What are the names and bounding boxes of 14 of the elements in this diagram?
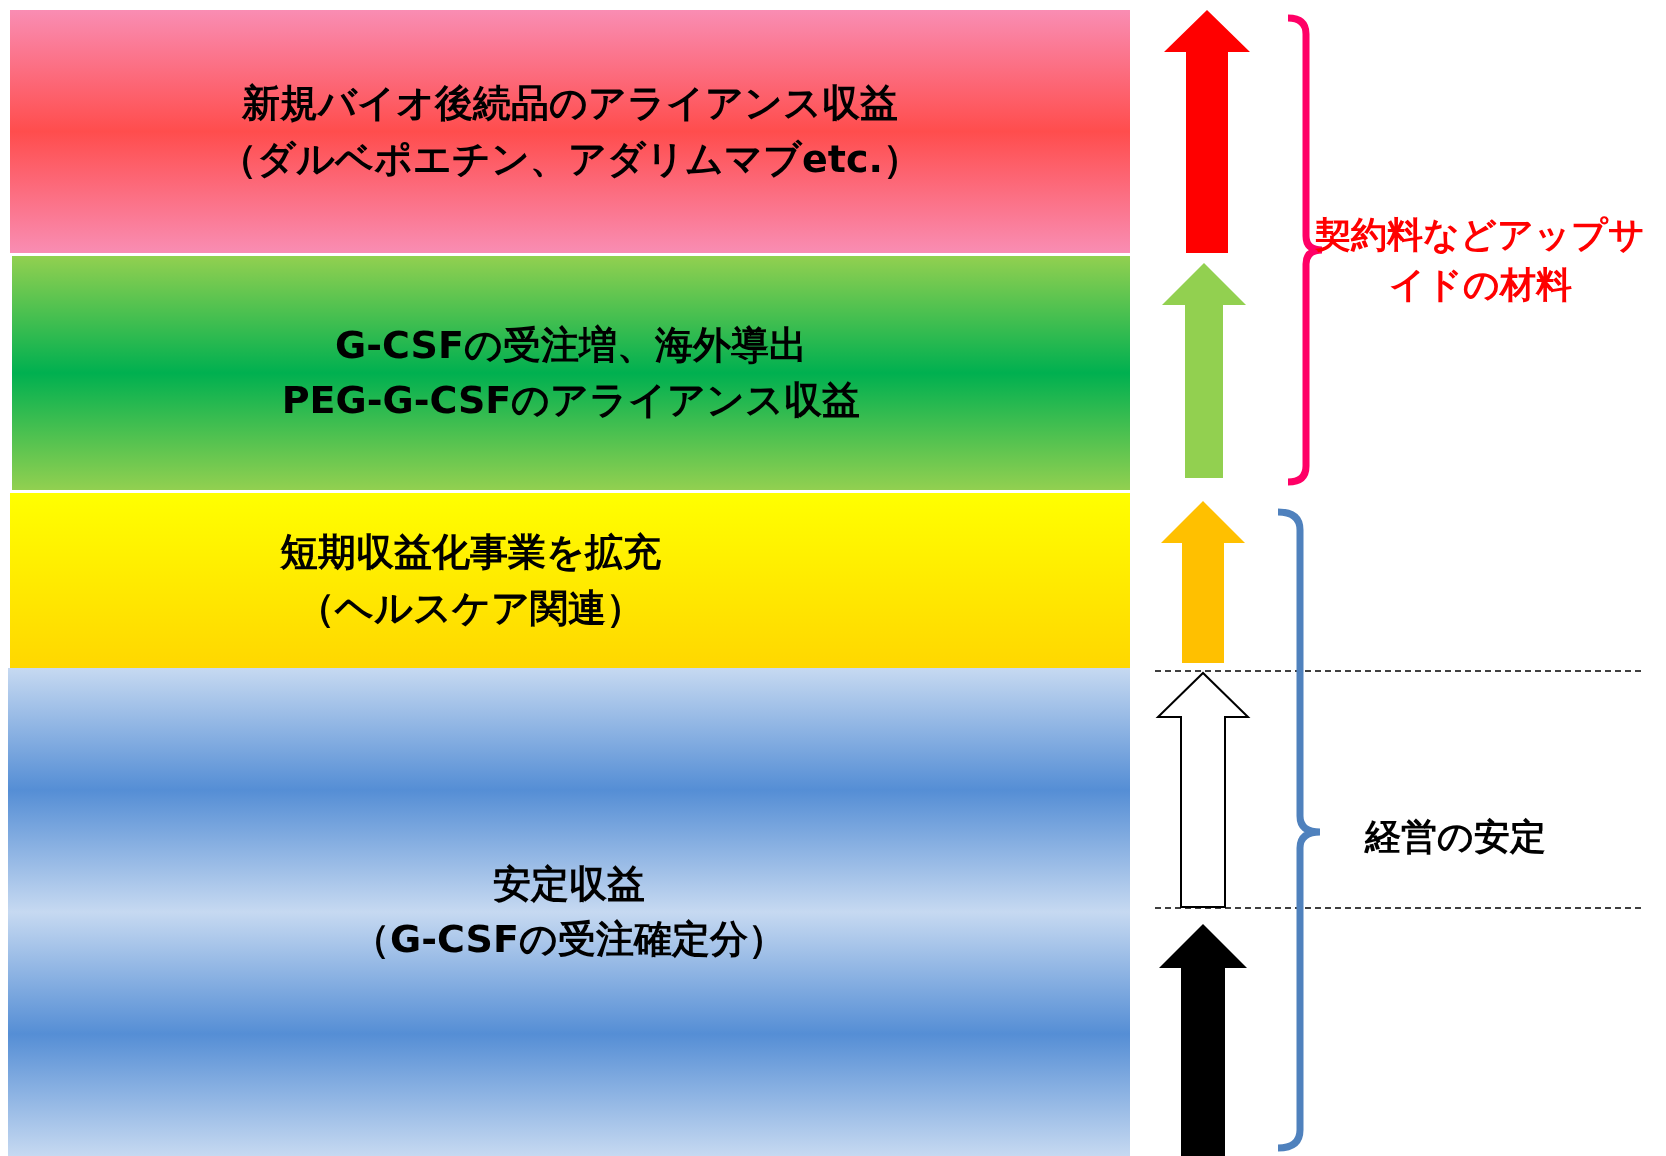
revenue-band (12, 256, 1130, 490)
revenue-band (10, 493, 1130, 668)
band-subtitle: （ヘルスケア関連） (296, 584, 644, 632)
bracket-label: 契約料などアップサイドの材料 (1315, 213, 1645, 308)
band-subtitle: PEG-G-CSFのアライアンス収益 (281, 377, 861, 424)
bracket-label: 経営の安定 (1365, 815, 1546, 859)
band-title: 新規バイオ後続品のアライアンス収益 (242, 80, 898, 128)
revenue-band (10, 10, 1130, 253)
band-subtitle: （G-CSFの受注確定分） (352, 916, 786, 963)
band-title: 短期収益化事業を拡充 (279, 529, 661, 577)
revenue-band (8, 668, 1130, 1156)
band-title: 安定収益 (493, 860, 645, 908)
band-subtitle: （ダルベポエチン、アダリムマブetc.） (219, 135, 921, 183)
band-title: G-CSFの受注増、海外導出 (335, 321, 807, 369)
